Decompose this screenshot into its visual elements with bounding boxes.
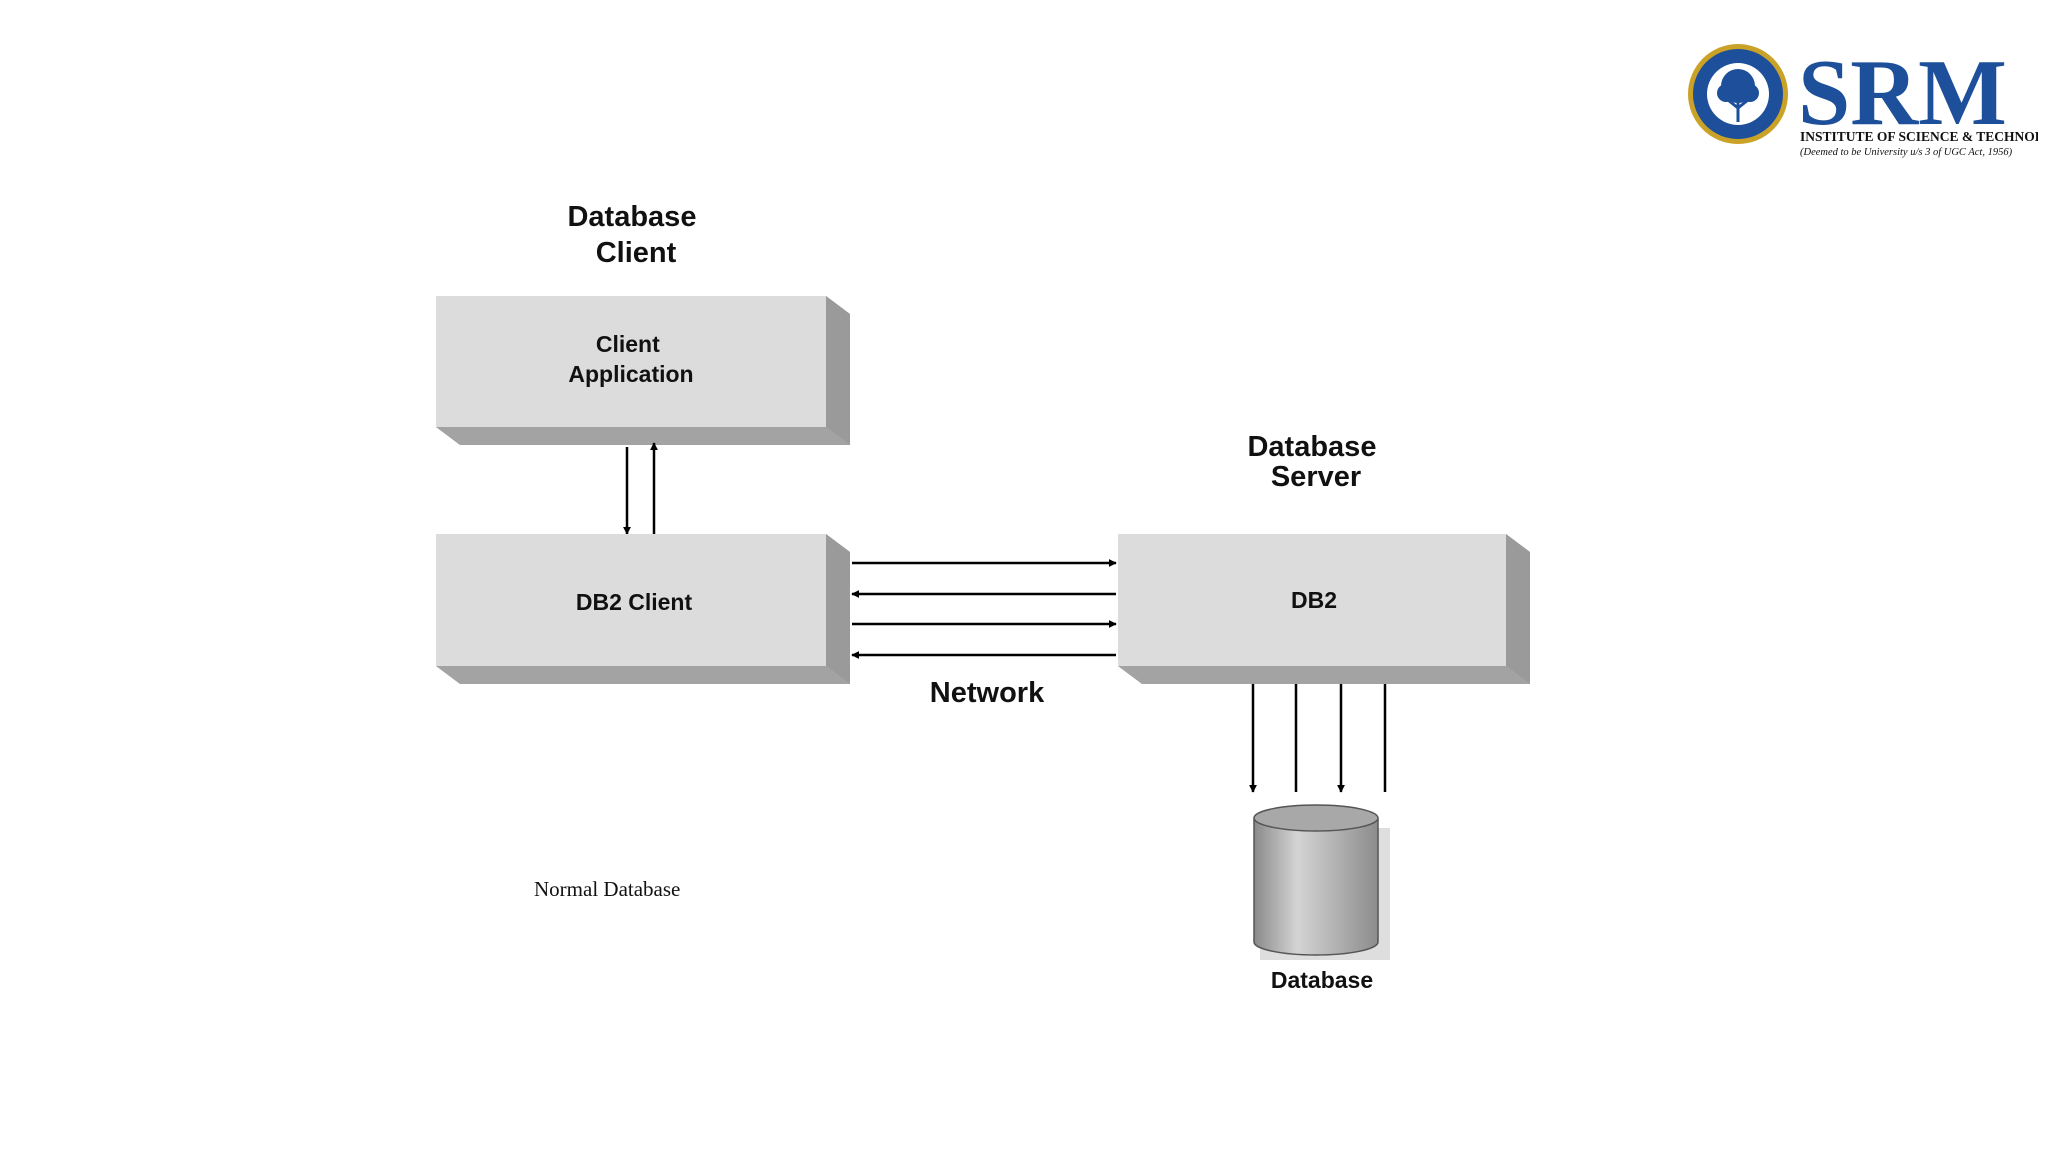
slide-caption: Normal Database — [534, 877, 681, 901]
database-cylinder-icon — [1253, 804, 1390, 960]
client-application-label: Client Application — [568, 331, 693, 387]
srm-wordmark: SRM — [1798, 41, 2007, 145]
db2-client-label: DB2 Client — [576, 589, 693, 615]
server-heading: Database Server — [1247, 431, 1384, 493]
srm-deemed-note: (Deemed to be University u/s 3 of UGC Ac… — [1800, 147, 2013, 158]
client-heading: Database Client — [567, 201, 704, 269]
srm-subtitle: INSTITUTE OF SCIENCE & TECHNOLOGY — [1800, 129, 2038, 144]
db2-server-box: DB2 — [1118, 534, 1530, 684]
client-application-box: Client Application — [436, 296, 850, 445]
srm-logo: SRM INSTITUTE OF SCIENCE & TECHNOLOGY (D… — [1688, 41, 2038, 158]
srm-seal-icon — [1688, 44, 1788, 144]
db2-client-box: DB2 Client — [436, 534, 850, 684]
network-label: Network — [930, 677, 1045, 709]
database-label: Database — [1271, 967, 1373, 993]
db2-label: DB2 — [1291, 587, 1337, 613]
